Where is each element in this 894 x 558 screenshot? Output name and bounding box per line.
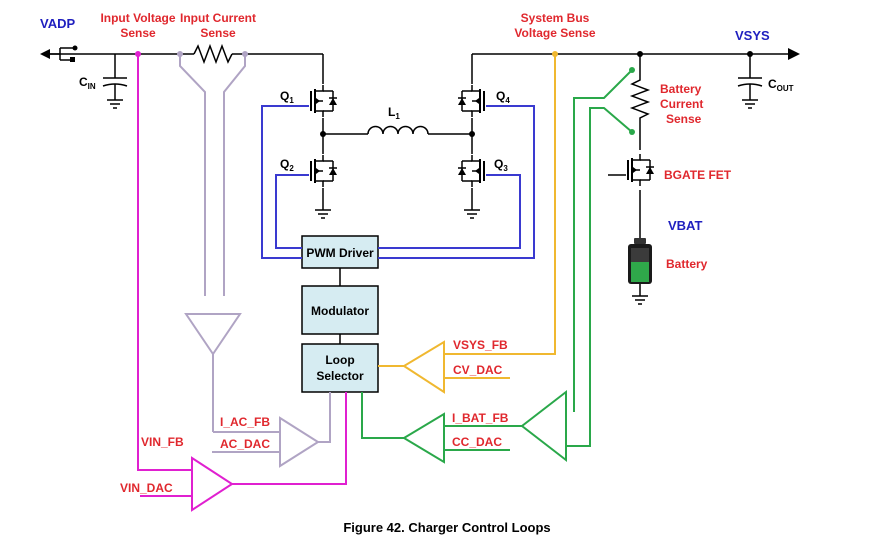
gate-drive-wires [261, 105, 535, 259]
q2-label: Q2 [280, 157, 294, 173]
svg-text:Sense: Sense [120, 26, 156, 40]
svg-text:Voltage Sense: Voltage Sense [514, 26, 595, 40]
vin-dac-label: VIN_DAC [120, 481, 173, 495]
vin-fb-label: VIN_FB [141, 435, 184, 449]
svg-text:PWM Driver: PWM Driver [306, 246, 374, 260]
battery-current-amplifier [520, 389, 567, 463]
cc-dac-label: CC_DAC [452, 435, 502, 449]
input-current-sense-resistor [177, 43, 248, 65]
system-voltage-error-amplifier [402, 340, 445, 394]
svg-text:Current: Current [660, 97, 703, 111]
input-current-sense-label: Input Current [180, 11, 256, 25]
q3-mosfet [458, 155, 485, 187]
q2-mosfet [310, 155, 337, 187]
cin-label: CIN [79, 75, 96, 91]
input-voltage-error-amplifier [191, 456, 234, 512]
battery-icon [628, 238, 652, 305]
battery-label: Battery [666, 257, 708, 271]
loop-selector-block: Loop Selector [301, 343, 379, 393]
input-voltage-sense-label: Input Voltage [100, 11, 175, 25]
system-voltage-loop [378, 54, 556, 394]
vsys-label: VSYS [735, 28, 770, 43]
bgate-fet-mosfet [627, 154, 654, 186]
cin-capacitor [102, 54, 128, 109]
input-voltage-loop [137, 54, 347, 512]
svg-text:Loop: Loop [325, 353, 354, 367]
q1-label: Q1 [280, 89, 294, 105]
battery-branch [608, 54, 651, 238]
ac-dac-label: AC_DAC [220, 437, 270, 451]
battery-current-sense-label: Battery [660, 82, 702, 96]
vbat-label: VBAT [668, 218, 702, 233]
cout-capacitor [737, 54, 763, 109]
vadp-label: VADP [40, 16, 75, 31]
input-current-loop [179, 54, 331, 468]
l1-label: L1 [388, 105, 400, 121]
battery-current-loop [361, 69, 633, 464]
svg-text:Selector: Selector [316, 369, 364, 383]
pwm-driver-block: PWM Driver [301, 235, 379, 269]
input-current-error-amplifier [279, 416, 320, 468]
q4-label: Q4 [496, 89, 510, 105]
modulator-block: Modulator [301, 285, 379, 335]
l1-inductor [367, 125, 429, 135]
i-bat-fb-label: I_BAT_FB [452, 411, 509, 425]
h-bridge [315, 48, 800, 219]
ground-icon [464, 209, 480, 219]
svg-text:Sense: Sense [666, 112, 702, 126]
figure-caption: Figure 42. Charger Control Loops [343, 520, 551, 535]
cout-label: COUT [768, 77, 794, 93]
i-ac-fb-label: I_AC_FB [220, 415, 270, 429]
svg-text:Sense: Sense [200, 26, 236, 40]
battery-current-error-amplifier [402, 412, 445, 464]
ground-icon [315, 209, 331, 219]
input-current-amplifier [184, 313, 242, 356]
q3-label: Q3 [494, 157, 508, 173]
system-bus-voltage-sense-label: System Bus [521, 11, 590, 25]
bgate-fet-label: BGATE FET [664, 168, 732, 182]
cv-dac-label: CV_DAC [453, 363, 503, 377]
svg-text:Modulator: Modulator [311, 304, 369, 318]
usb-plug-icon [59, 45, 78, 62]
q4-mosfet [458, 85, 485, 117]
q1-mosfet [310, 85, 337, 117]
vsys-fb-label: VSYS_FB [453, 338, 508, 352]
